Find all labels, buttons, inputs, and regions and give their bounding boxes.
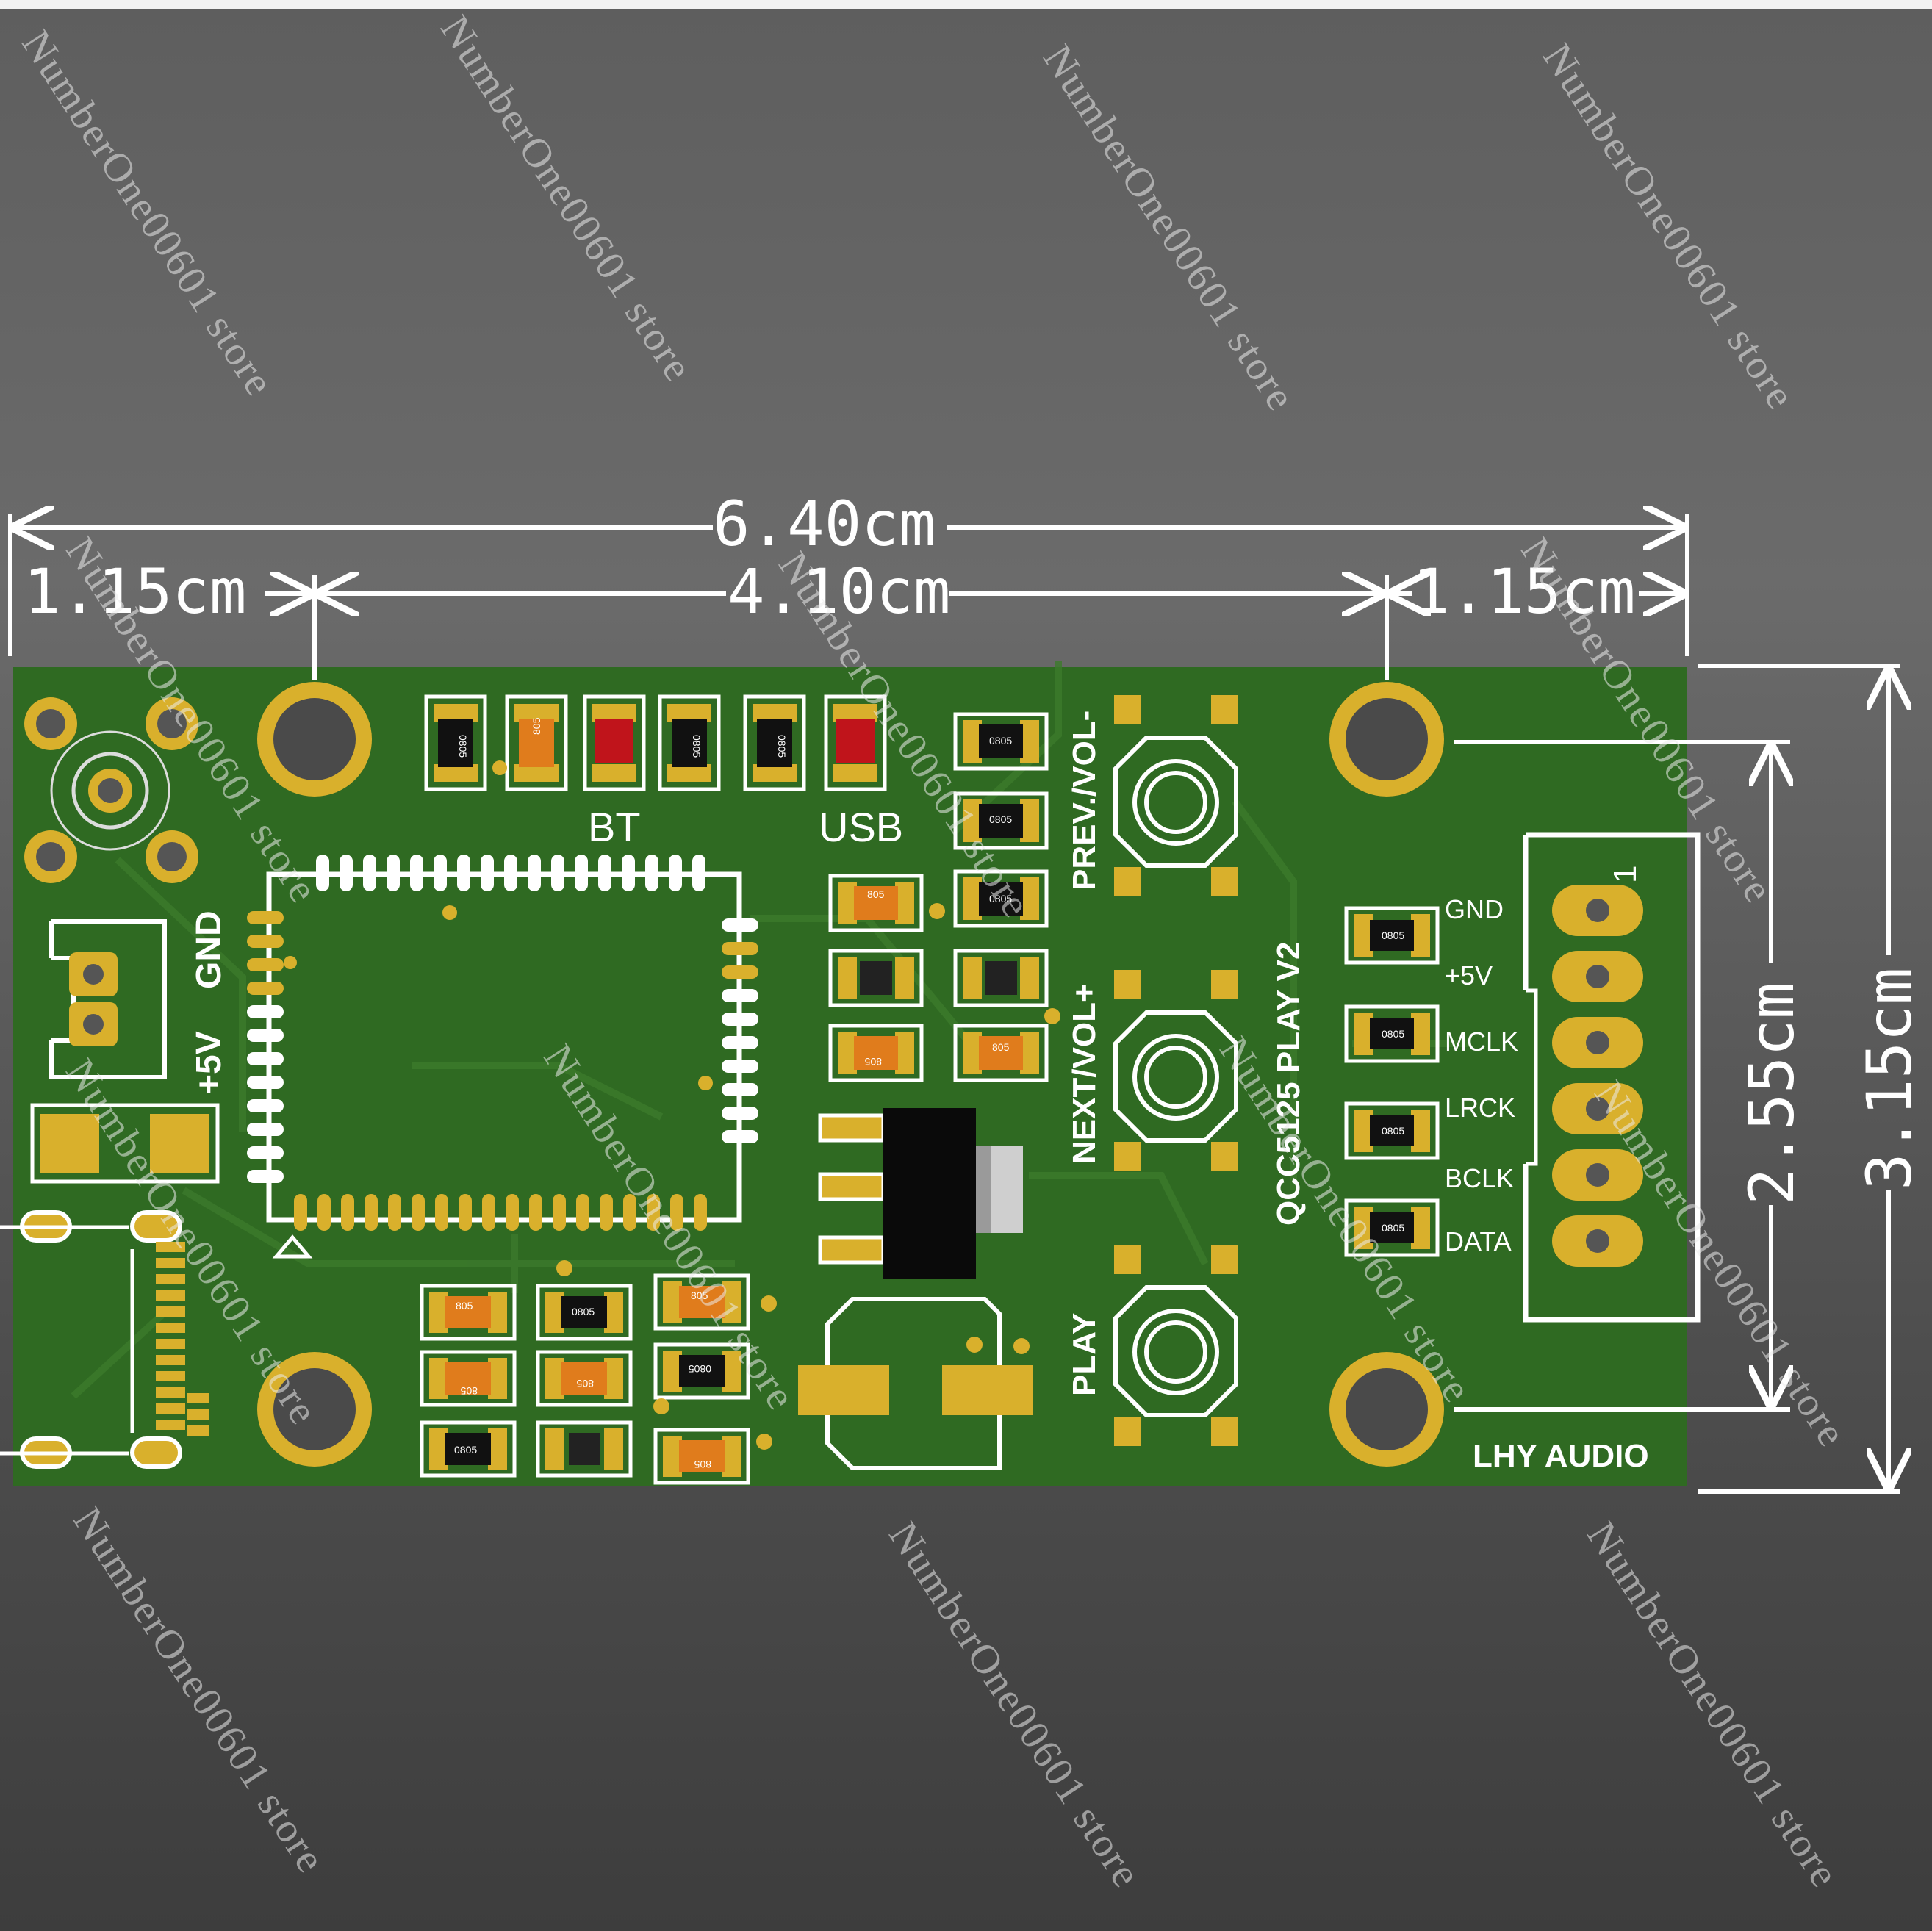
code-bot-6: 805 (691, 1290, 708, 1301)
label-brand: LHY AUDIO (1473, 1438, 1649, 1474)
code-bot-8: 805 (694, 1459, 711, 1470)
code-top-4: 0805 (691, 735, 703, 758)
code-top-5: 0805 (776, 735, 788, 758)
pin-label-data: DATA (1445, 1226, 1512, 1256)
code-mid-1: 805 (867, 888, 885, 900)
mount-hole-bl-drill (273, 1368, 356, 1450)
dimension-lines (8, 514, 1900, 1494)
pin-label-bclk: BCLK (1445, 1163, 1514, 1193)
pcb-board (13, 667, 1687, 1486)
label-gnd-left: GND (190, 910, 229, 989)
code-mid-3: 0805 (989, 735, 1012, 747)
label-board-name: QCC5125 PLAY V2 (1271, 942, 1307, 1226)
code-mid-4: 0805 (989, 813, 1012, 825)
code-right-4: 0805 (1382, 1222, 1404, 1234)
smd-codes-top: 0805 805 0805 0805 (457, 717, 788, 758)
code-mid-5: 0805 (989, 893, 1012, 905)
code-bot-4: 0805 (572, 1306, 595, 1317)
code-bot-2: 805 (460, 1385, 478, 1397)
dim-width-overall: 6.40cm (713, 488, 936, 560)
button-play[interactable] (1113, 1245, 1238, 1446)
smd-codes-bottom: 805 805 0805 0805 805 805 0805 805 (454, 1290, 711, 1470)
code-bot-1: 805 (456, 1300, 473, 1312)
smd-codes-middle: 805 805 0805 0805 0805 805 (864, 735, 1012, 1068)
mounting-holes (257, 682, 1444, 1467)
voltage-regulator (818, 1108, 1023, 1279)
label-usb: USB (819, 804, 903, 850)
mount-hole-tr-drill (1346, 698, 1428, 780)
pin-label-gnd: GND (1445, 894, 1504, 924)
connector-top-left (24, 697, 198, 883)
button-prev-vol-minus[interactable] (1113, 695, 1238, 896)
label-pin1: 1 (1607, 866, 1643, 883)
code-bot-7: 0805 (689, 1363, 711, 1375)
pin-label-lrck: LRCK (1445, 1093, 1515, 1123)
code-mid-6: 805 (992, 1041, 1010, 1053)
smd-middle (828, 712, 1060, 1082)
bt-module (247, 855, 758, 1259)
code-top-1: 0805 (457, 735, 469, 758)
code-right-3: 0805 (1382, 1125, 1404, 1137)
mount-hole-tl-drill (273, 698, 356, 780)
pin-label-5v: +5V (1445, 960, 1493, 990)
label-play: PLAY (1066, 1313, 1102, 1396)
module-pins-bottom (294, 1194, 707, 1231)
pin-header-6 (1523, 832, 1701, 1323)
pin-label-mclk: MCLK (1445, 1026, 1518, 1057)
smd-bottom-grid (420, 1260, 777, 1485)
label-next-vol-plus: NEXT/VOL+ (1066, 983, 1102, 1164)
mount-hole-br-drill (1346, 1368, 1428, 1450)
dim-hole-spacing-vertical: 2.55cm (1736, 982, 1808, 1205)
module-pins-right (722, 918, 758, 1143)
smd-right (1344, 906, 1440, 1257)
dimension-labels: 6.40cm 1.15cm 4.10cm 1.15cm 2.55cm 3.15c… (24, 488, 1925, 1205)
smd-pad-left-a (40, 1114, 99, 1173)
dim-hole-spacing: 4.10cm (728, 555, 950, 628)
code-right-2: 0805 (1382, 1028, 1404, 1040)
dim-right-offset: 1.15cm (1412, 555, 1635, 628)
smd-row-top (424, 694, 887, 791)
button-next-vol-plus[interactable] (1113, 970, 1238, 1171)
code-mid-2: 805 (864, 1056, 882, 1068)
top-strip (0, 0, 1932, 9)
code-top-2: 805 (531, 717, 542, 735)
module-pins-top (316, 855, 705, 891)
pin-labels: GND +5V MCLK LRCK BCLK DATA (1445, 894, 1518, 1256)
dim-height-overall: 3.15cm (1853, 968, 1925, 1190)
smd-pad-left-b (150, 1114, 209, 1173)
label-prev-vol-minus: PREV./VOL- (1066, 711, 1102, 891)
code-bot-3: 0805 (454, 1444, 477, 1456)
code-right-1: 0805 (1382, 929, 1404, 941)
electrolytic-capacitor (798, 1297, 1033, 1470)
module-pins-left (247, 911, 284, 1183)
smd-codes-right: 0805 0805 0805 0805 (1382, 929, 1404, 1234)
power-header (49, 919, 167, 1079)
code-bot-5: 805 (576, 1378, 594, 1389)
label-bt: BT (588, 804, 641, 850)
usb-c-connector (0, 1210, 209, 1469)
label-5v-left: +5V (190, 1031, 229, 1095)
dim-left-offset: 1.15cm (24, 555, 246, 628)
